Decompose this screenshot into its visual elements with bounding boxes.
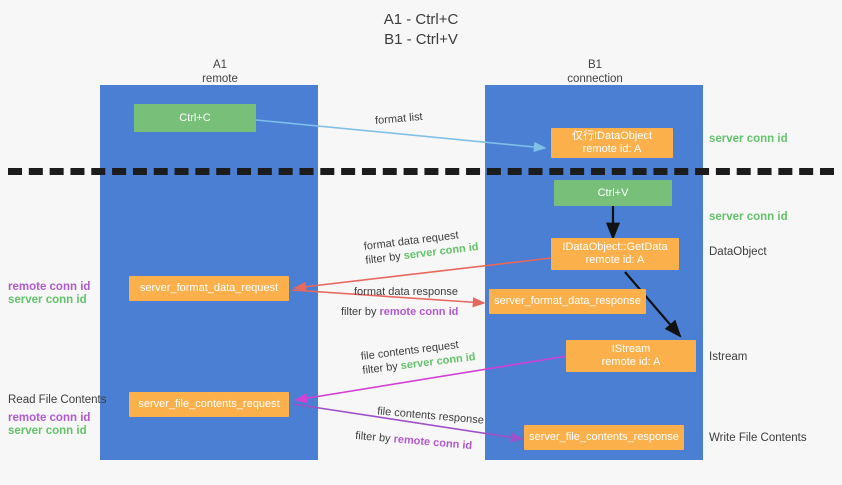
- node-getdata-line1: IDataObject::GetData: [562, 241, 668, 253]
- node-idataobject-getdata[interactable]: IDataObject::GetData remote id: A: [551, 238, 679, 270]
- edge-label-format-data-response: format data response: [354, 285, 458, 299]
- label-remote-conn-id-2: remote conn id: [8, 412, 91, 424]
- node-server-file-contents-request-label: server_file_contents_request: [138, 398, 280, 410]
- label-dataobject: DataObject: [709, 246, 767, 258]
- node-ctrl-v[interactable]: Ctrl+V: [554, 180, 672, 206]
- node-server-format-data-request-label: server_format_data_request: [139, 282, 279, 294]
- edge-format-list: [255, 119, 547, 153]
- lane-header-b1: B1 connection: [505, 58, 685, 86]
- edge-file-contents-request: [294, 355, 568, 404]
- lane-b1-role: connection: [567, 73, 623, 85]
- label-server-conn-id-2: server conn id: [8, 425, 87, 437]
- node-ctrl-v-label: Ctrl+V: [597, 186, 629, 199]
- node-idataobject-top[interactable]: 仅行IDataObject remote id: A: [551, 128, 673, 158]
- phase-divider: [8, 168, 834, 175]
- label-read-file-contents: Read File Contents: [8, 394, 107, 406]
- lane-b1-name: B1: [587, 59, 603, 71]
- filter-prefix: filter by: [354, 429, 395, 446]
- filter-key-remote-conn-id: remote conn id: [379, 306, 459, 318]
- lane-a1-name: A1: [212, 59, 228, 71]
- lane-header-a1: A1 remote: [130, 58, 310, 86]
- label-write-file-contents: Write File Contents: [709, 432, 807, 444]
- lane-a1-role: remote: [202, 73, 238, 85]
- node-server-file-contents-request[interactable]: server_file_contents_request: [129, 392, 289, 417]
- node-server-file-contents-response-label: server_file_contents_response: [529, 431, 679, 443]
- node-idataobject-top-line2: remote id: A: [582, 143, 642, 155]
- edge-label-format-data-response-line1: format data response: [354, 286, 458, 298]
- node-server-format-data-request[interactable]: server_format_data_request: [129, 276, 289, 301]
- node-server-format-data-response[interactable]: server_format_data_response: [489, 289, 646, 314]
- node-istream[interactable]: IStream remote id: A: [566, 340, 696, 372]
- node-istream-line1: IStream: [611, 343, 651, 355]
- label-istream: Istream: [709, 351, 748, 363]
- node-ctrl-c-label: Ctrl+C: [179, 111, 211, 124]
- page-title: A1 - Ctrl+C B1 - Ctrl+V: [0, 10, 842, 50]
- edge-format-data-response: [291, 289, 486, 308]
- edge-label-format-data-response-filter: filter by remote conn id: [341, 305, 458, 319]
- label-remote-conn-id-1: remote conn id: [8, 281, 91, 293]
- edge-getdata-to-istream: [624, 271, 682, 338]
- node-idataobject-top-line1: 仅行IDataObject: [571, 130, 653, 142]
- label-server-conn-id-top: server conn id: [709, 133, 788, 145]
- label-server-conn-id-1: server conn id: [8, 294, 87, 306]
- node-ctrl-c[interactable]: Ctrl+C: [134, 104, 256, 132]
- title-line-1: A1 - Ctrl+C: [383, 11, 459, 28]
- edge-file-contents-response: [292, 403, 524, 443]
- node-server-file-contents-response[interactable]: server_file_contents_response: [524, 425, 684, 450]
- filter-prefix: filter by: [341, 306, 380, 318]
- label-server-conn-id-second: server conn id: [709, 211, 788, 223]
- node-getdata-line2: remote id: A: [585, 254, 645, 266]
- title-line-2: B1 - Ctrl+V: [384, 31, 458, 48]
- node-server-format-data-response-label: server_format_data_response: [494, 295, 641, 307]
- node-istream-line2: remote id: A: [601, 356, 661, 368]
- edge-format-data-request: [293, 257, 552, 292]
